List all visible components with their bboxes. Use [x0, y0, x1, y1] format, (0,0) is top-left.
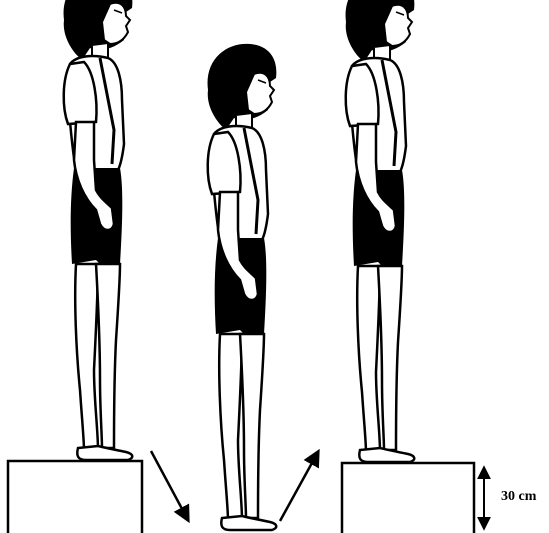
figure-on-box-right [346, 0, 415, 462]
step-up-arrow [280, 452, 318, 521]
box-right [342, 463, 474, 533]
figure-on-box-left [64, 0, 133, 460]
step-down-arrow [151, 451, 188, 520]
step-height-label: 30 cm [501, 489, 536, 505]
box-left [8, 461, 142, 533]
figure-on-floor-middle [208, 44, 277, 530]
